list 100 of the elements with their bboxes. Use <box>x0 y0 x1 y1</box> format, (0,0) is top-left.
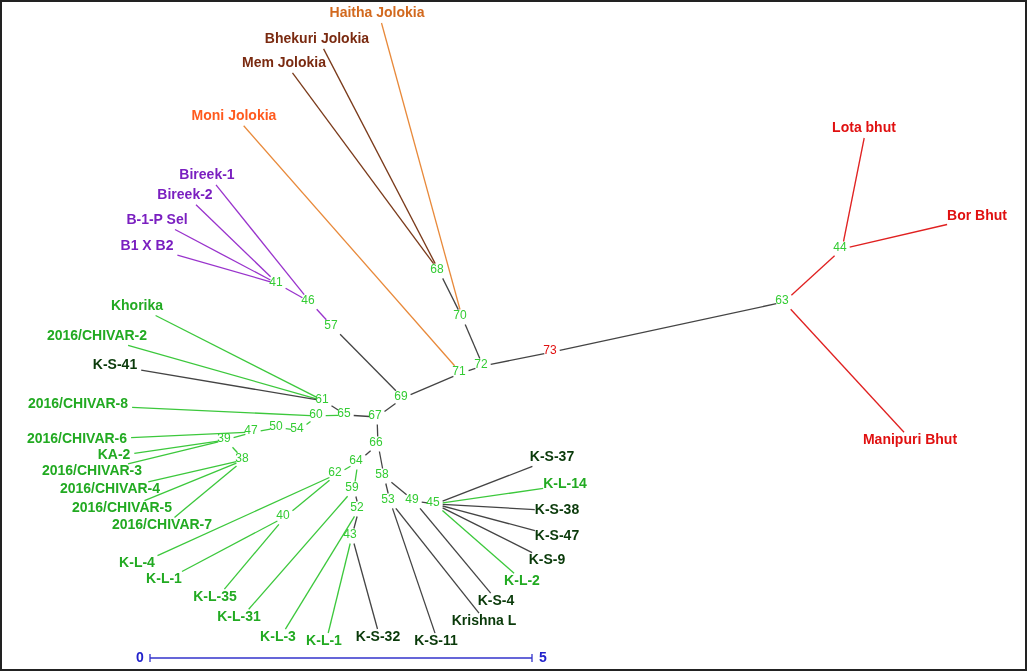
bootstrap-value: 58 <box>375 467 389 481</box>
tree-branch <box>327 542 351 634</box>
bootstrap-value: 59 <box>345 480 359 494</box>
tree-branch <box>385 482 389 495</box>
tree-branch <box>353 515 358 530</box>
taxon-label: K-L-35 <box>192 588 238 604</box>
tree-branch <box>441 505 536 532</box>
tree-branch <box>490 352 545 366</box>
taxon-label: K-L-2 <box>503 572 541 588</box>
taxon-label: B1 X B2 <box>119 237 175 253</box>
taxon-label: K-S-41 <box>91 356 139 372</box>
tree-branch <box>147 461 237 483</box>
bootstrap-value: 46 <box>301 293 315 307</box>
taxon-label: Bor Bhut <box>946 207 1008 223</box>
bootstrap-value: 66 <box>369 435 383 449</box>
taxon-label: K-S-47 <box>533 527 581 543</box>
taxon-label: B-1-P Sel <box>125 211 189 227</box>
bootstrap-value: 45 <box>426 495 440 509</box>
tree-branch <box>143 462 238 502</box>
taxon-label: Bhekuri Jolokia <box>263 30 371 46</box>
tree-branch <box>140 369 317 401</box>
tree-branch <box>305 420 312 426</box>
tree-branch <box>291 72 435 265</box>
tree-branch <box>243 125 456 367</box>
taxon-label: K-S-32 <box>354 628 402 644</box>
tree-branch <box>339 333 397 392</box>
tree-branch <box>419 507 492 594</box>
taxon-label: 2016/CHIVAR-4 <box>58 480 162 496</box>
tree-branch <box>284 515 356 630</box>
taxon-label: K-S-37 <box>528 448 576 464</box>
tree-branch <box>195 204 272 278</box>
taxon-label: K-S-38 <box>533 501 581 517</box>
tree-branch <box>364 450 372 456</box>
tree-branch <box>441 465 534 502</box>
tree-branch <box>232 433 247 439</box>
tree-branch <box>842 137 865 243</box>
bootstrap-value: 49 <box>405 492 419 506</box>
tree-branch <box>248 495 349 610</box>
bootstrap-value: 71 <box>452 364 466 378</box>
tree-branch <box>354 468 358 483</box>
bootstrap-value: 69 <box>394 389 408 403</box>
bootstrap-value: 54 <box>290 421 304 435</box>
bootstrap-value: 41 <box>269 275 283 289</box>
tree-branch <box>215 184 305 296</box>
scale-value: 0 <box>136 649 144 665</box>
bootstrap-value: 60 <box>309 407 323 421</box>
taxon-label: 2016/CHIVAR-3 <box>40 462 144 478</box>
tree-branch <box>383 402 397 413</box>
taxon-label: Moni Jolokia <box>190 107 278 123</box>
taxon-label: K-L-14 <box>542 475 588 491</box>
bootstrap-value: 38 <box>235 451 249 465</box>
tree-branch <box>442 487 544 504</box>
tree-branch <box>316 308 327 321</box>
taxon-label: K-L-1 <box>305 632 343 648</box>
bootstrap-value: 64 <box>349 453 363 467</box>
tree-branch <box>467 367 477 372</box>
taxon-label: 2016/CHIVAR-2 <box>45 327 149 343</box>
taxon-label: 2016/CHIVAR-7 <box>110 516 214 532</box>
tree-branch <box>325 414 339 417</box>
bootstrap-value: 47 <box>244 423 258 437</box>
scale-value: 5 <box>539 649 547 665</box>
tree-branch <box>176 254 272 283</box>
tree-branch <box>790 255 836 296</box>
tree-branch <box>409 375 455 396</box>
bootstrap-value: 39 <box>217 431 231 445</box>
bootstrap-value: 44 <box>833 240 847 254</box>
taxon-label: Krishna L <box>450 612 518 628</box>
tree-branch <box>322 48 436 265</box>
tree-branch <box>285 428 292 430</box>
bootstrap-value: 67 <box>368 408 382 422</box>
taxon-label: Khorika <box>109 297 165 313</box>
bootstrap-value: 52 <box>350 500 364 514</box>
bootstrap-value: 50 <box>269 419 283 433</box>
tree-branch <box>223 523 280 590</box>
taxon-label: KA-2 <box>96 446 132 462</box>
taxon-label: Mem Jolokia <box>241 54 327 70</box>
tree-branch <box>127 441 219 465</box>
taxon-label: K-S-4 <box>476 592 516 608</box>
tree-branch <box>441 507 533 554</box>
tree-branch <box>260 428 271 432</box>
tree-branch <box>291 479 331 512</box>
tree-branch <box>330 405 340 411</box>
tree-branch <box>395 507 480 614</box>
tree-branch <box>231 446 239 454</box>
bootstrap-value: 57 <box>324 318 338 332</box>
tree-branch <box>353 414 370 418</box>
bootstrap-value: 72 <box>474 357 488 371</box>
bootstrap-value: 61 <box>315 392 329 406</box>
taxon-label: Bireek-1 <box>178 166 236 182</box>
tree-branch <box>173 465 238 519</box>
tree-branch <box>376 423 379 438</box>
bootstrap-value: 63 <box>775 293 789 307</box>
bootstrap-value: 73 <box>543 343 557 357</box>
tree-branch <box>130 431 246 439</box>
tree-branch <box>391 507 436 634</box>
tree-branch <box>127 344 318 400</box>
taxon-label: 2016/CHIVAR-8 <box>26 395 130 411</box>
tree-branch <box>133 440 219 454</box>
taxon-label: Bireek-2 <box>156 186 214 202</box>
tree-branch <box>181 520 279 573</box>
